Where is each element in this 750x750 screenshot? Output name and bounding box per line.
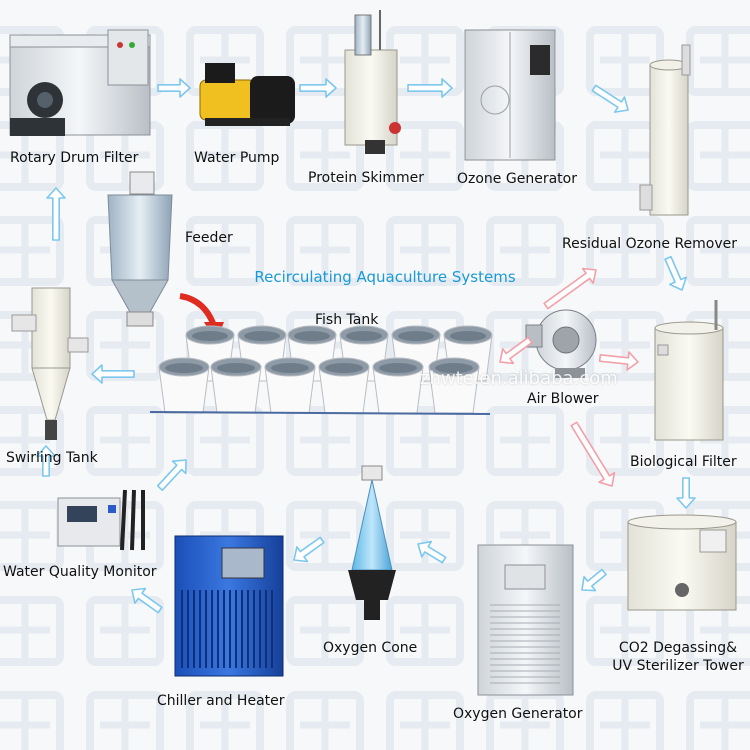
watermark-logo: [86, 596, 164, 666]
watermark-logo: [286, 691, 364, 750]
label-rotary-drum-filter: Rotary Drum Filter: [10, 150, 139, 166]
watermark-logo: [286, 216, 364, 286]
watermark-logo: [386, 216, 464, 286]
watermark-logo: [186, 406, 264, 476]
flow-arrow: [598, 351, 639, 371]
flow-arrow: [36, 445, 56, 477]
label-protein-skimmer: Protein Skimmer: [308, 170, 425, 186]
watermark-logo: [686, 121, 750, 191]
watermark-logo: [0, 216, 64, 286]
flow-arrow: [91, 364, 135, 384]
label-swirling-tank: Swirling Tank: [6, 450, 98, 466]
flow-arrow: [664, 255, 688, 291]
flow-arrow: [407, 78, 453, 98]
fish-tank-bucket: [372, 357, 424, 414]
watermark-logo: [586, 596, 664, 666]
label-residual-ozone-remover: Residual Ozone Remover: [562, 236, 738, 252]
fish-tank-bucket: [318, 357, 370, 414]
flow-arrow: [543, 267, 597, 310]
watermark-logo: [186, 691, 264, 750]
flow-arrow: [46, 187, 66, 241]
ozone-generator-illustration: [464, 29, 556, 161]
label-ozone-generator: Ozone Generator: [457, 171, 577, 187]
flow-arrow: [581, 568, 607, 592]
flow-arrow: [157, 78, 191, 98]
watermark-logo: [586, 406, 664, 476]
fish-tank-buckets: [158, 325, 493, 414]
label-co2-degassing-line1: CO2 Degassing&: [618, 640, 738, 656]
chiller-heater-illustration: [174, 535, 284, 677]
fish-tank-bucket: [210, 357, 262, 414]
oxygen-cone-illustration: [348, 465, 396, 620]
flow-arrow: [299, 78, 337, 98]
watermark-logo: [486, 406, 564, 476]
watermark-logo: [286, 121, 364, 191]
residual-ozone-remover-illustration: [639, 44, 691, 216]
flow-arrow: [156, 459, 187, 491]
diagram-title: Recirculating Aquaculture Systems: [254, 268, 516, 286]
watermark-logo: [386, 121, 464, 191]
label-chiller-heater: Chiller and Heater: [157, 693, 285, 709]
feed-arrow-red: [179, 293, 217, 328]
swirling-tank-illustration: [11, 287, 89, 440]
flow-arrow: [676, 477, 696, 509]
water-pump-illustration: [199, 63, 295, 126]
protein-skimmer-illustration: [344, 10, 401, 154]
watermark-logo: [386, 596, 464, 666]
label-fish-tank: Fish Tank: [315, 312, 379, 328]
watermark-logo: [686, 691, 750, 750]
watermark-logo: [86, 691, 164, 750]
label-air-blower: Air Blower: [527, 391, 599, 407]
watermark-text: zhwte.en.alibaba.com: [420, 368, 618, 389]
watermark-logo: [386, 406, 464, 476]
label-oxygen-cone: Oxygen Cone: [323, 640, 418, 656]
flow-arrow: [293, 536, 325, 563]
fish-tank-bucket: [264, 357, 316, 414]
fish-tank-base-line: [149, 411, 491, 415]
watermark-logo: [386, 691, 464, 750]
fish-tank-bucket: [428, 357, 480, 414]
flow-arrow: [591, 84, 629, 113]
label-water-quality-monitor: Water Quality Monitor: [3, 564, 157, 580]
watermark-logo: [586, 691, 664, 750]
oxygen-generator-illustration: [477, 544, 574, 696]
label-oxygen-generator: Oxygen Generator: [453, 706, 583, 722]
water-quality-monitor-illustration: [57, 489, 145, 551]
watermark-logo: [186, 216, 264, 286]
watermark-logo: [286, 596, 364, 666]
flow-arrows: [36, 78, 696, 614]
watermark-logo: [486, 216, 564, 286]
watermark-logo: [586, 216, 664, 286]
biological-filter-illustration: [654, 300, 724, 441]
watermark-logo: [0, 406, 64, 476]
label-feeder: Feeder: [185, 230, 233, 246]
rotary-drum-filter-illustration: [9, 29, 151, 136]
flow-arrow: [417, 540, 447, 564]
label-water-pump: Water Pump: [194, 150, 280, 166]
feeder-illustration: [107, 171, 173, 327]
label-co2-degassing-line2: UV Sterilizer Tower: [612, 658, 744, 674]
co2-degassing-tower-illustration: [627, 514, 737, 611]
flow-arrow: [131, 587, 163, 614]
watermark-logo: [86, 406, 164, 476]
watermark-logo: [0, 691, 64, 750]
fish-tank-bucket: [158, 357, 210, 414]
watermark-logo: [0, 596, 64, 666]
flow-arrow: [499, 336, 533, 365]
label-biological-filter: Biological Filter: [630, 454, 737, 470]
watermark-logo: [386, 501, 464, 571]
flow-arrow: [570, 421, 616, 487]
watermark-logo: [686, 216, 750, 286]
